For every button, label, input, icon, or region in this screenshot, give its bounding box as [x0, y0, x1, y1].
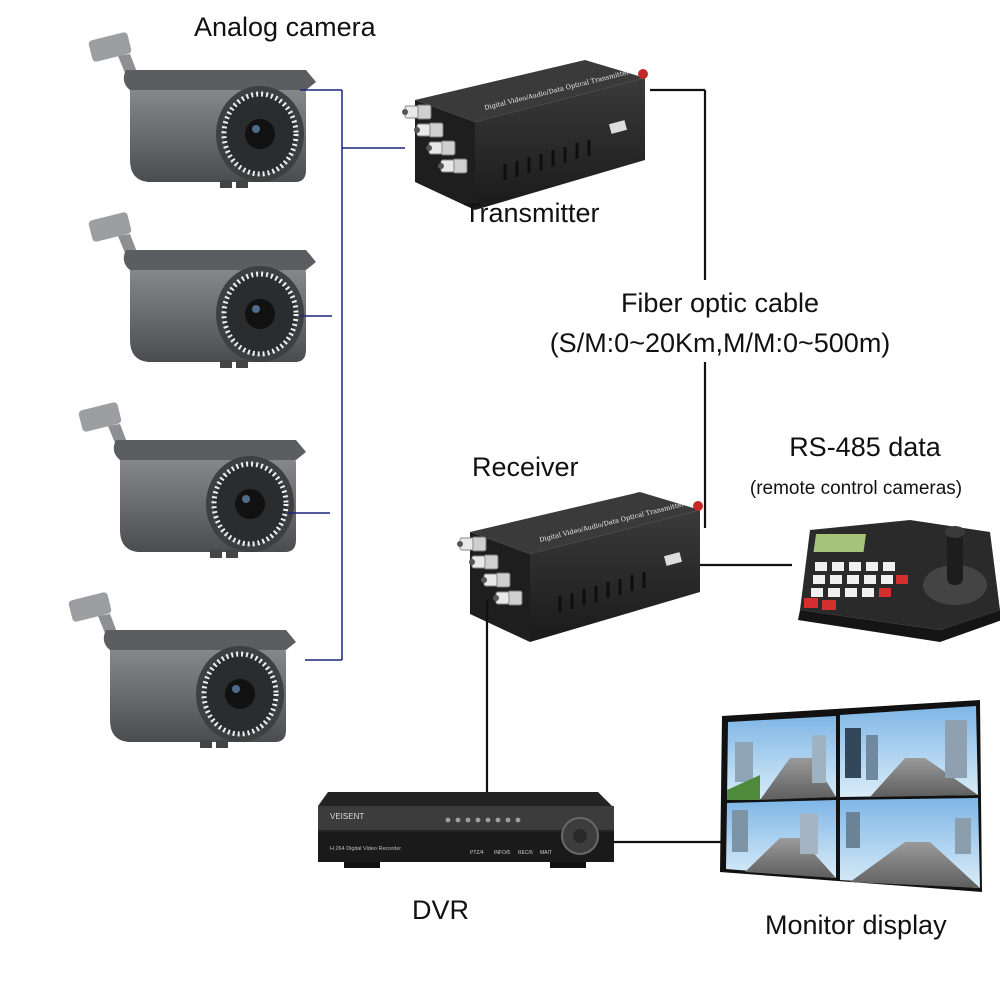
label-rs485: RS-485 data [789, 432, 941, 462]
label-analog-camera: Analog camera [194, 12, 376, 42]
dvr-device: VEISENT H.264 Digital Video Recorder PTZ… [318, 792, 614, 868]
receiver-device: Digital Video/Audio/Data Optical Transmi… [456, 490, 705, 644]
monitor-view-4 [840, 798, 980, 888]
monitor-display [720, 700, 982, 892]
dvr-btn-3: REC/6 [518, 850, 533, 856]
dvr-btn-4: MAIT [540, 850, 552, 856]
camera-1 [88, 31, 316, 188]
camera-2 [88, 211, 316, 368]
label-dvr: DVR [412, 895, 470, 925]
ptz-keyboard [798, 520, 1000, 642]
transmitter-device: Digital Video/Audio/Data Optical Transmi… [401, 58, 650, 212]
fiber-optic-cable [650, 88, 707, 528]
monitor-view-3 [726, 800, 836, 878]
monitor-view-2 [840, 706, 978, 797]
camera-4 [68, 591, 296, 748]
dvr-btn-1: PTZ/4 [470, 850, 484, 856]
label-rs485-sub: (remote control cameras) [749, 478, 963, 499]
monitor-view-1 [727, 716, 836, 800]
dvr-btn-2: INFO/5 [494, 850, 510, 856]
label-transmitter: Transmitter [464, 198, 600, 228]
dvr-model-text: H.264 Digital Video Recorder [330, 846, 401, 852]
camera-bus-lines [288, 89, 405, 661]
label-receiver: Receiver [472, 452, 579, 482]
dvr-brand-text: VEISENT [330, 812, 364, 821]
camera-3 [78, 401, 306, 558]
label-fiber-spec: (S/M:0~20Km,M/M:0~500m) [549, 328, 891, 358]
label-fiber-cable: Fiber optic cable [620, 288, 820, 318]
label-monitor-display: Monitor display [765, 910, 947, 940]
